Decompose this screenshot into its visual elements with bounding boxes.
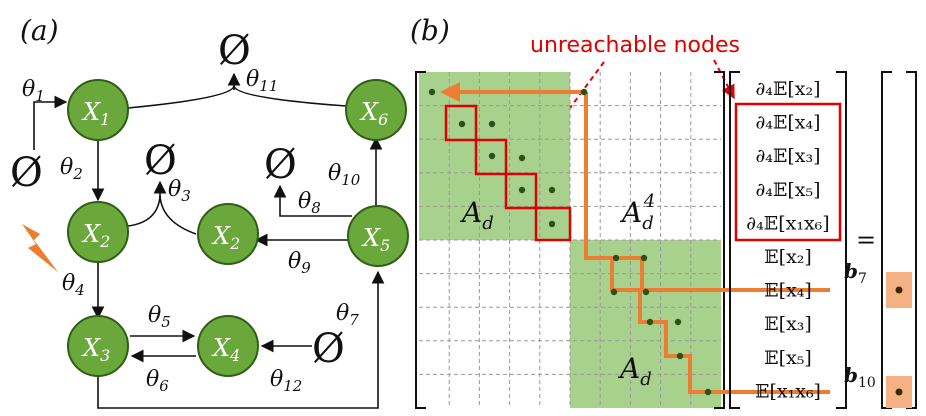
nonzero-dot <box>704 388 712 396</box>
null-symbol-12: Ø <box>312 326 345 372</box>
b7-label: b7 <box>844 259 867 287</box>
rhs-dot-b10 <box>895 388 903 396</box>
rate-label-7: θ7 <box>336 301 359 329</box>
node-x2[interactable]: X2 <box>67 201 129 263</box>
rate-label-11: θ11 <box>246 67 278 95</box>
vector-bracket-right <box>836 71 847 409</box>
unreachable-annotation: unreachable nodes <box>530 33 740 58</box>
vector-entry: 𝔼[x₁x₆] <box>755 380 821 402</box>
nonzero-dot <box>428 88 436 96</box>
rate-label-3: θ3 <box>168 177 191 205</box>
rate-label-4: θ4 <box>62 271 85 299</box>
vector-entry: ∂₄𝔼[x₂] <box>755 78 820 100</box>
vector-entry: ∂₄𝔼[x₅] <box>755 179 820 201</box>
edge-theta1 <box>33 95 68 150</box>
nonzero-dot <box>458 120 466 128</box>
svg-text:X1: X1 <box>81 98 110 129</box>
svg-text:X5: X5 <box>361 224 390 255</box>
matrix-bracket-right <box>714 71 725 409</box>
rate-label-8: θ8 <box>298 189 321 217</box>
matrix-bracket-left <box>415 71 426 409</box>
block-label-bottom: Ad <box>617 352 652 390</box>
nonzero-dot <box>676 352 684 360</box>
nonzero-dot <box>640 254 648 262</box>
rate-label-9: θ9 <box>288 249 311 277</box>
null-symbol-11: Ø <box>218 28 251 74</box>
reaction-edges <box>33 72 385 409</box>
svg-text:X3: X3 <box>81 334 110 365</box>
rate-label-1: θ1 <box>22 77 45 105</box>
vector-entry: ∂₄𝔼[x₃] <box>755 145 820 167</box>
rate-labels: θ1 θ2 θ3 θ4 θ5 θ6 θ7 θ8 θ9 θ10 θ11 θ12 <box>22 67 361 395</box>
null-symbol-3: Ø <box>144 138 177 184</box>
node-x3[interactable]: X3 <box>67 315 129 377</box>
unreachable-vector-box <box>734 102 842 242</box>
rhs-bracket-right <box>906 71 917 409</box>
vector-entry: ∂₄𝔼[x₁x₆] <box>746 212 829 234</box>
nonzero-dot <box>548 220 556 228</box>
rate-label-5: θ5 <box>148 303 171 331</box>
panel-a-label: (a) <box>20 14 59 47</box>
panel-a: (a) <box>10 14 409 409</box>
block-label-top: Ad <box>459 196 494 234</box>
rhs-dot-b7 <box>895 286 903 294</box>
nonzero-dot <box>610 288 618 296</box>
unreachable-highlights <box>444 104 572 242</box>
rate-label-6: θ6 <box>146 367 169 395</box>
nonzero-dot <box>488 120 496 128</box>
orange-traversal <box>440 82 830 394</box>
node-x2-duplicate[interactable]: X2 <box>197 203 259 265</box>
node-x5[interactable]: X5 <box>347 205 409 267</box>
vector-entry: ∂₄𝔼[x₄] <box>755 112 820 134</box>
rate-label-12: θ12 <box>270 367 302 395</box>
panel-b-label: (b) <box>410 14 450 47</box>
nonzero-dot <box>612 254 620 262</box>
nonzero-dot <box>548 186 556 194</box>
null-symbol-1: Ø <box>10 150 43 196</box>
nonzero-dot <box>642 288 650 296</box>
vector-entry: 𝔼[x₂] <box>764 246 812 268</box>
edge-theta7 <box>97 270 385 409</box>
vector-bracket-left <box>729 71 740 409</box>
node-x1[interactable]: X1 <box>67 79 129 141</box>
nonzero-dot <box>488 152 496 160</box>
rate-label-10: θ10 <box>328 161 361 189</box>
vector-entry: 𝔼[x₄] <box>764 280 812 302</box>
nonzero-dot <box>518 186 526 194</box>
null-symbol-8: Ø <box>264 142 297 188</box>
nonzero-dot <box>674 318 682 326</box>
nonzero-dot <box>518 154 526 162</box>
nonzero-dot <box>580 88 588 96</box>
svg-text:X2: X2 <box>81 220 110 251</box>
vector-entry: 𝔼[x₅] <box>764 347 812 369</box>
svg-text:X2: X2 <box>211 222 240 253</box>
node-x6[interactable]: X6 <box>345 79 407 141</box>
vector-entries: ∂₄𝔼[x₂] ∂₄𝔼[x₄] ∂₄𝔼[x₃] ∂₄𝔼[x₅] ∂₄𝔼[x₁x₆] 𝔼[x… <box>746 78 829 402</box>
nonzero-dot <box>646 318 654 326</box>
rate-label-2: θ2 <box>60 155 83 183</box>
edge-theta11 <box>127 85 347 109</box>
svg-text:X4: X4 <box>211 334 240 365</box>
equals-sign: = <box>856 226 876 254</box>
rhs-bracket-left <box>881 71 892 409</box>
svg-text:X6: X6 <box>359 98 388 129</box>
matrix-grid <box>419 72 721 408</box>
edge-theta8 <box>273 184 352 217</box>
lightning-icon <box>22 224 58 272</box>
node-x4[interactable]: X4 <box>197 315 259 377</box>
vector-entry: 𝔼[x₃] <box>764 313 812 335</box>
block-label-mid: Ad4 <box>619 191 655 234</box>
panel-b: (b) unreachable nodes <box>410 14 917 409</box>
b10-label: b10 <box>844 363 876 391</box>
nonzero-entries <box>428 88 712 396</box>
species-nodes: X1 X2 X3 X4 X2 X5 <box>67 79 409 377</box>
